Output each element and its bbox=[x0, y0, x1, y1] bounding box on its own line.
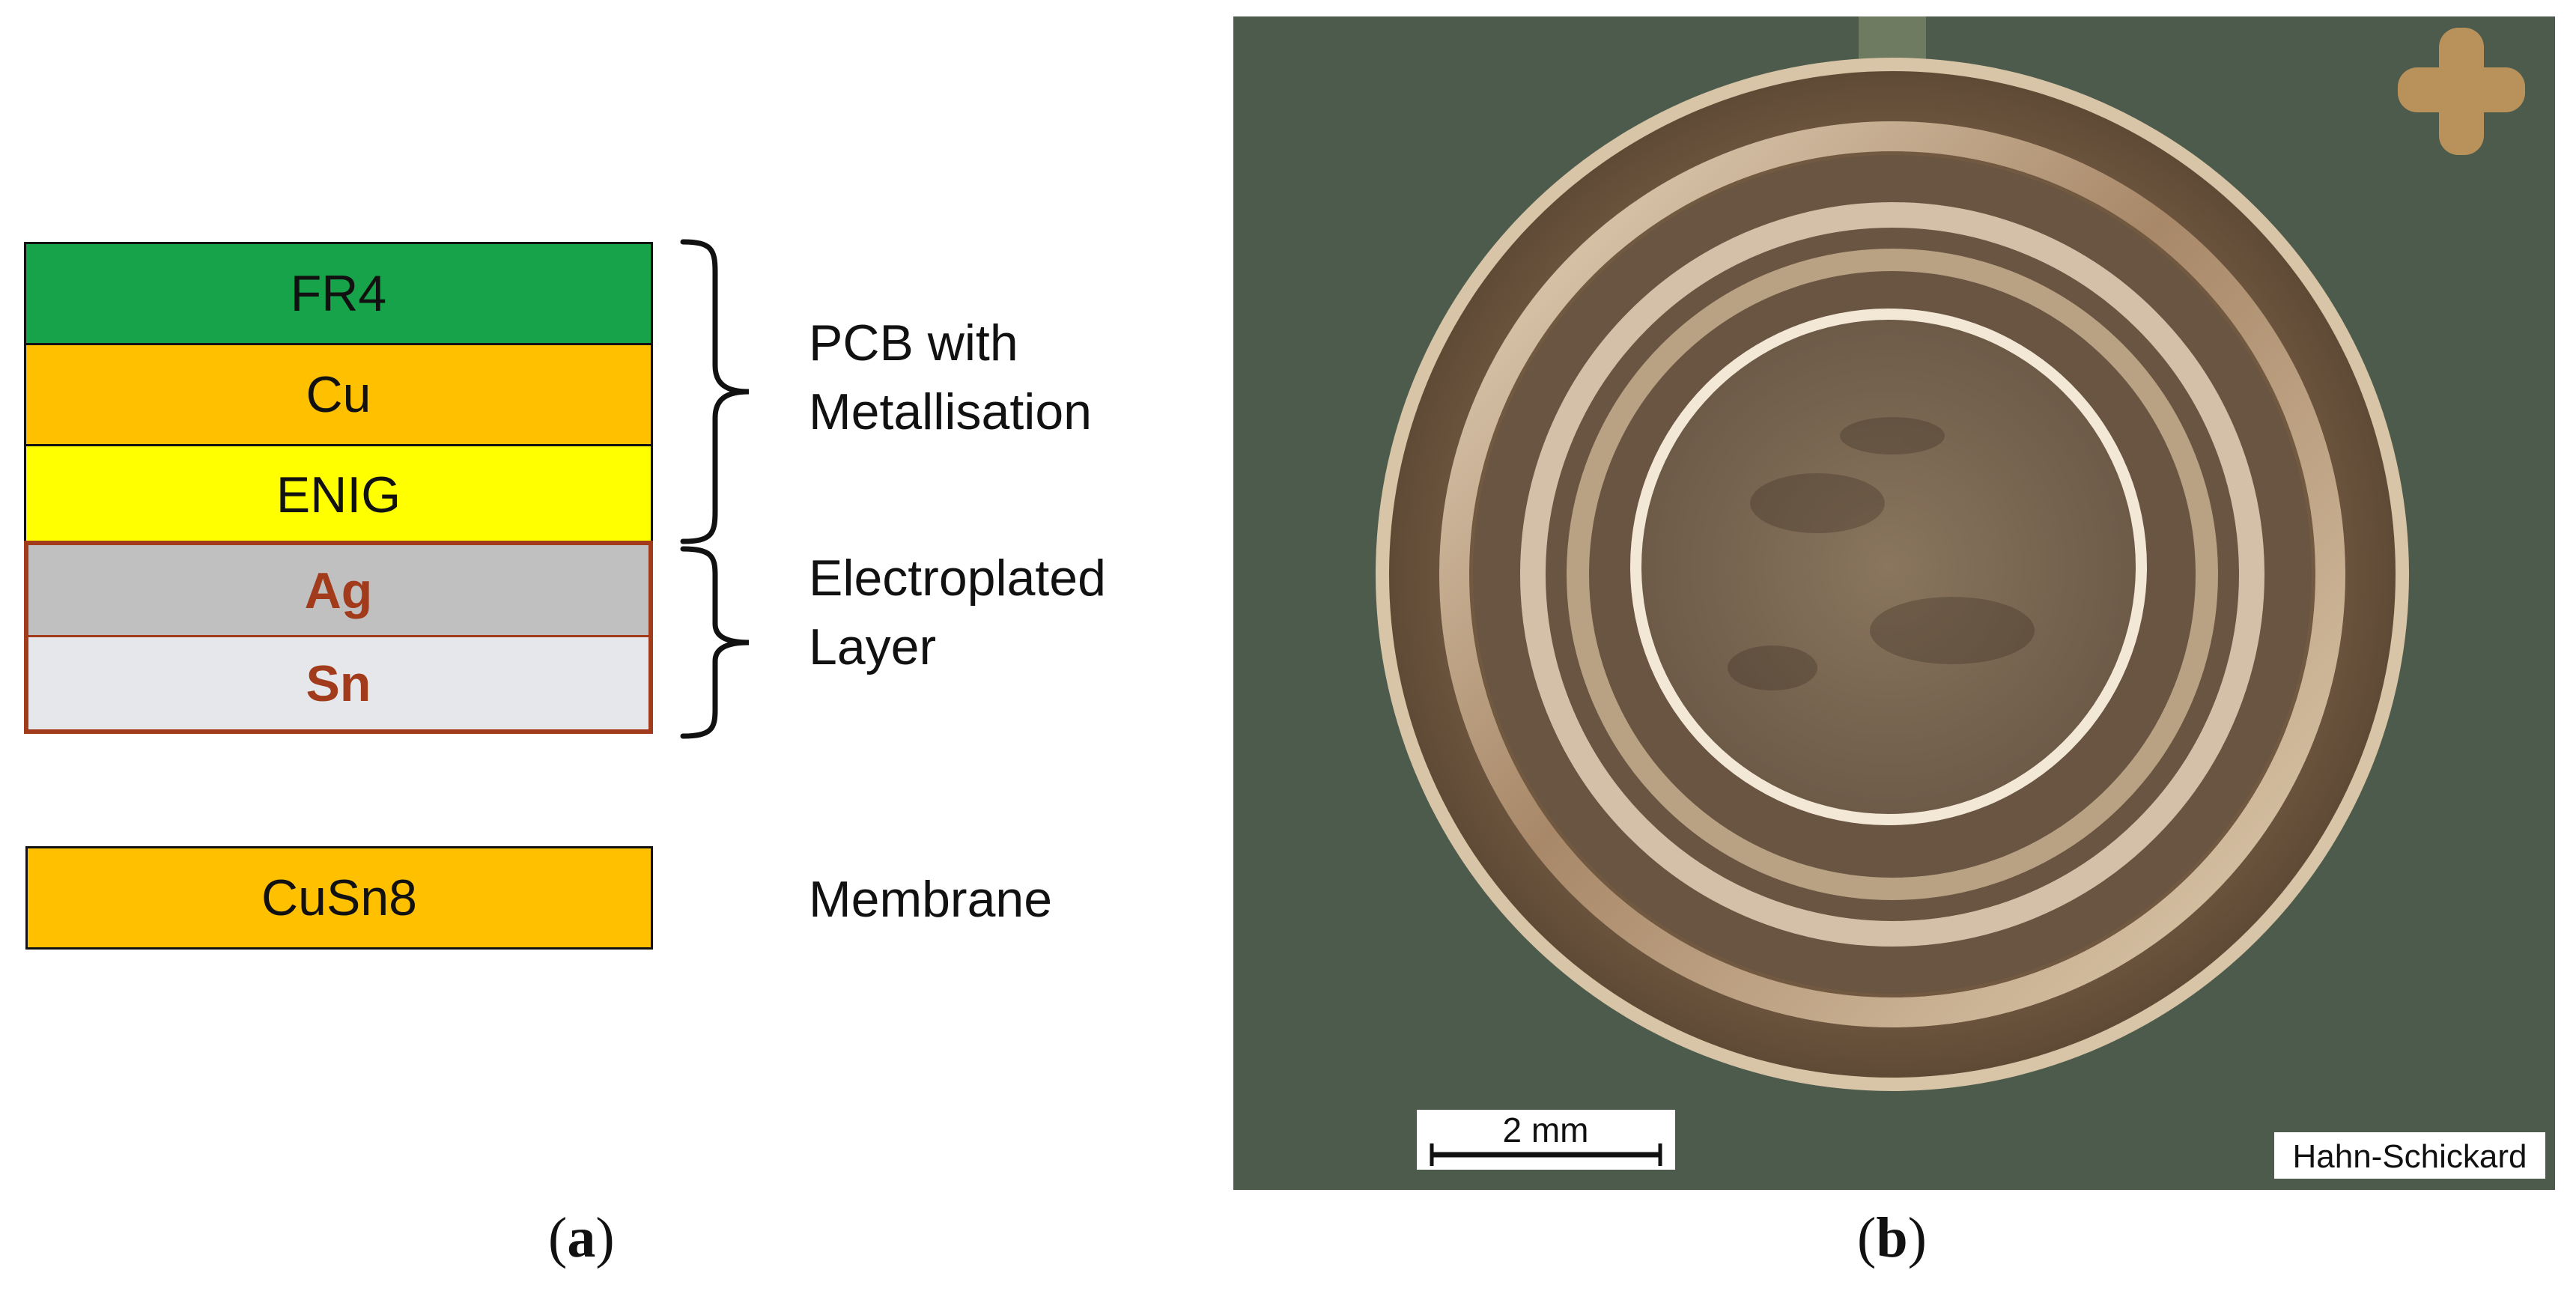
fiducial-cross-icon bbox=[2398, 28, 2525, 155]
watermark: Hahn-Schickard bbox=[2274, 1132, 2545, 1179]
brace-electroplated bbox=[680, 546, 750, 739]
micrograph-photo: 2 mm Hahn-Schickard bbox=[1233, 16, 2555, 1190]
ring-highlight-1 bbox=[1439, 121, 2345, 1027]
ring-highlight-2 bbox=[1520, 202, 2264, 947]
layer-fr4: FR4 bbox=[24, 242, 653, 345]
scale-bar-label: 2 mm bbox=[1503, 1111, 1589, 1149]
center-boss bbox=[1641, 320, 2136, 814]
layer-cu-label: Cu bbox=[306, 366, 371, 423]
label-electroplated-layer: Electroplated Layer bbox=[809, 544, 1106, 681]
label-plated-line1: Electroplated bbox=[809, 550, 1106, 607]
label-pcb-line1: PCB with bbox=[809, 315, 1018, 371]
layer-ag-label: Ag bbox=[304, 562, 373, 619]
layer-enig-label: ENIG bbox=[276, 466, 401, 523]
layer-ag: Ag bbox=[24, 541, 653, 637]
layer-fr4-label: FR4 bbox=[290, 265, 387, 322]
layer-sn: Sn bbox=[24, 635, 653, 734]
layer-enig: ENIG bbox=[24, 444, 653, 545]
layer-cu: Cu bbox=[24, 343, 653, 446]
label-membrane: Membrane bbox=[809, 871, 1053, 928]
label-pcb-line2: Metallisation bbox=[809, 383, 1092, 440]
brace-pcb bbox=[680, 239, 750, 544]
label-pcb-metallisation: PCB with Metallisation bbox=[809, 309, 1092, 446]
caption-b: (b) bbox=[1857, 1206, 1927, 1269]
caption-a: (a) bbox=[548, 1206, 615, 1269]
surface-texture bbox=[1728, 417, 2035, 690]
watermark-text: Hahn-Schickard bbox=[2292, 1138, 2527, 1175]
caption-a-letter: a bbox=[567, 1206, 596, 1269]
layer-sn-label: Sn bbox=[306, 654, 371, 712]
scale-bar: 2 mm bbox=[1417, 1110, 1675, 1170]
ring-highlight-3 bbox=[1567, 249, 2218, 900]
layer-cusn8: CuSn8 bbox=[25, 846, 653, 950]
caption-b-letter: b bbox=[1876, 1206, 1908, 1269]
label-plated-line2: Layer bbox=[809, 619, 937, 675]
layer-cusn8-label: CuSn8 bbox=[261, 869, 417, 926]
